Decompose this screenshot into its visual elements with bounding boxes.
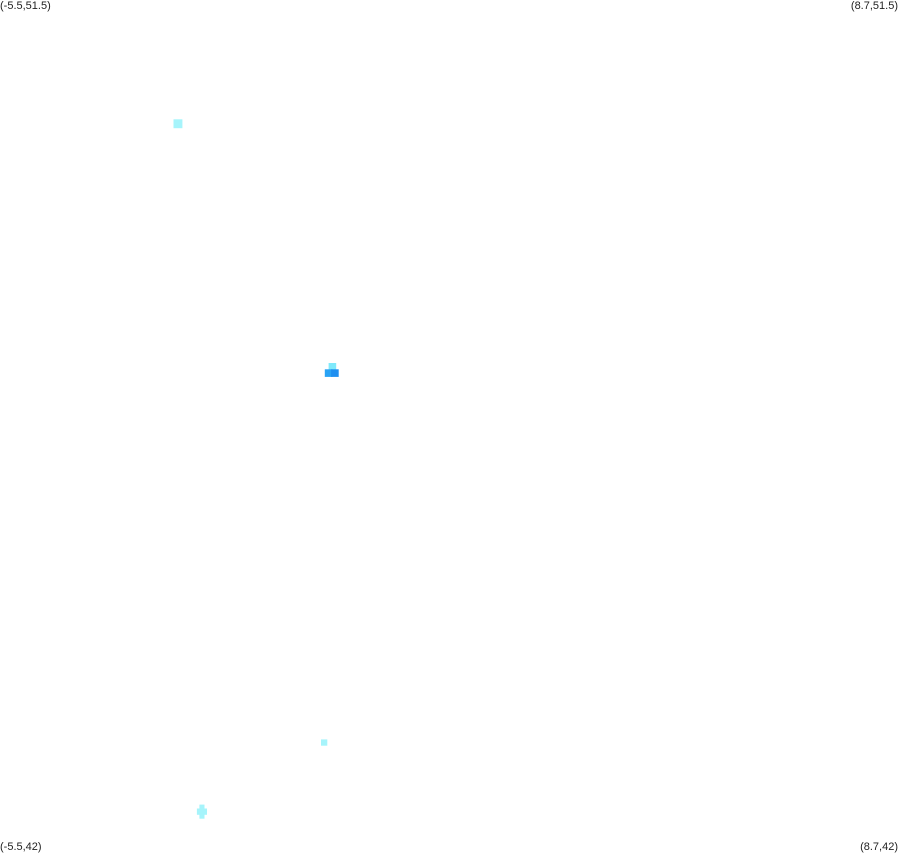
corner-label-bottom-right: (8.7,42): [860, 841, 898, 853]
map-cell: [196, 808, 204, 815]
map-cell: [328, 363, 337, 371]
map-cell: [321, 739, 328, 746]
map-cell: [200, 808, 207, 815]
map-cell: [199, 804, 205, 810]
map-cell: [331, 369, 339, 377]
corner-label-bottom-left: (-5.5,42): [0, 841, 42, 853]
map-cell: [199, 813, 205, 819]
corner-label-top-left: (-5.5,51.5): [0, 0, 51, 12]
map-cell: [173, 119, 183, 129]
map-cell: [324, 369, 333, 377]
corner-label-top-right: (8.7,51.5): [850, 0, 898, 12]
